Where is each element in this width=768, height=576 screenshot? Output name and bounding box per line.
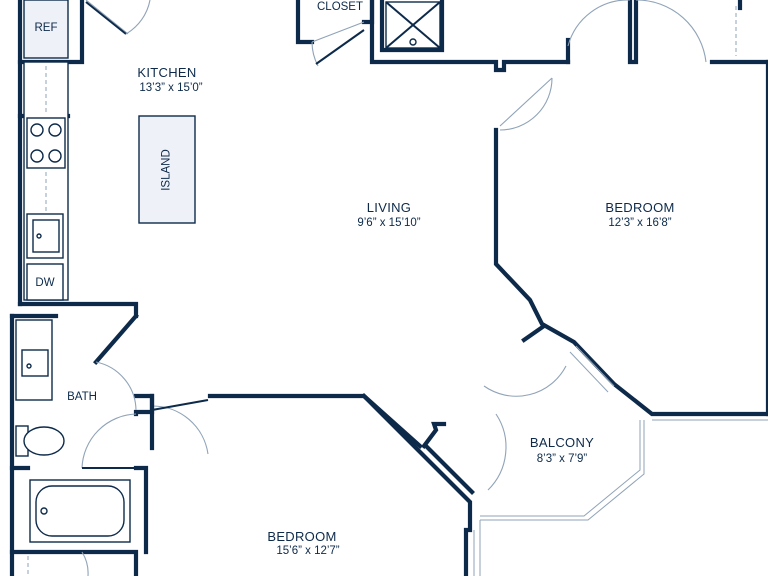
bedroom-right-name: BEDROOM: [605, 200, 675, 215]
burner-icon: [30, 149, 44, 163]
refrigerator: [23, 0, 69, 59]
dishwasher: [26, 263, 64, 301]
toilet: [15, 425, 65, 457]
balcony-rail: [480, 420, 645, 521]
burner-icon: [48, 149, 62, 163]
burner-icon: [48, 123, 62, 137]
balcony-name: BALCONY: [529, 435, 595, 450]
kitchen-counter: [23, 61, 69, 301]
bathtub: [29, 479, 131, 543]
closet-label: CLOSET: [316, 1, 364, 13]
bedroom-closet-door-swing: [567, 0, 630, 47]
balcony-door-swing: [483, 365, 567, 397]
kitchen-island: [138, 115, 196, 224]
living-name: LIVING: [366, 200, 412, 215]
kitchen-dimensions: 13’3” x 15’0”: [139, 82, 203, 94]
ref-label: REF: [34, 22, 58, 34]
dw-label: DW: [35, 277, 55, 289]
window: [575, 345, 615, 387]
bath-name: BATH: [67, 391, 97, 403]
bedroom-bottom-name: BEDROOM: [267, 529, 337, 544]
bedroom-right-top-walls: [565, 0, 768, 65]
pantry-door-swing: [85, 0, 129, 35]
living-balcony-walls: [421, 421, 475, 495]
bedroom-right-dimensions: 12’3” x 16’8”: [608, 217, 672, 229]
bath-sink: [21, 349, 49, 377]
bedroom-bottom-walls: [149, 393, 473, 576]
bath-door-swing: [95, 361, 137, 411]
kitchen-name: KITCHEN: [137, 65, 197, 80]
balcony-dimensions: 8’3” x 7’9”: [536, 453, 588, 465]
closet-walls: [295, 0, 571, 73]
bedroom-bottom-dimensions: 15’6” x 12’7”: [276, 545, 340, 557]
bath-door-swing: [636, 0, 707, 63]
bedroom-door-swing: [499, 77, 553, 131]
bath-door-swing-lower: [81, 413, 137, 469]
bedroom-right-walls: [493, 59, 768, 417]
living-dimensions: 9’6” x 15’10”: [357, 217, 421, 229]
burner-icon: [30, 123, 44, 137]
closet-door-swing: [311, 41, 319, 67]
island-label: ISLAND: [160, 149, 173, 191]
